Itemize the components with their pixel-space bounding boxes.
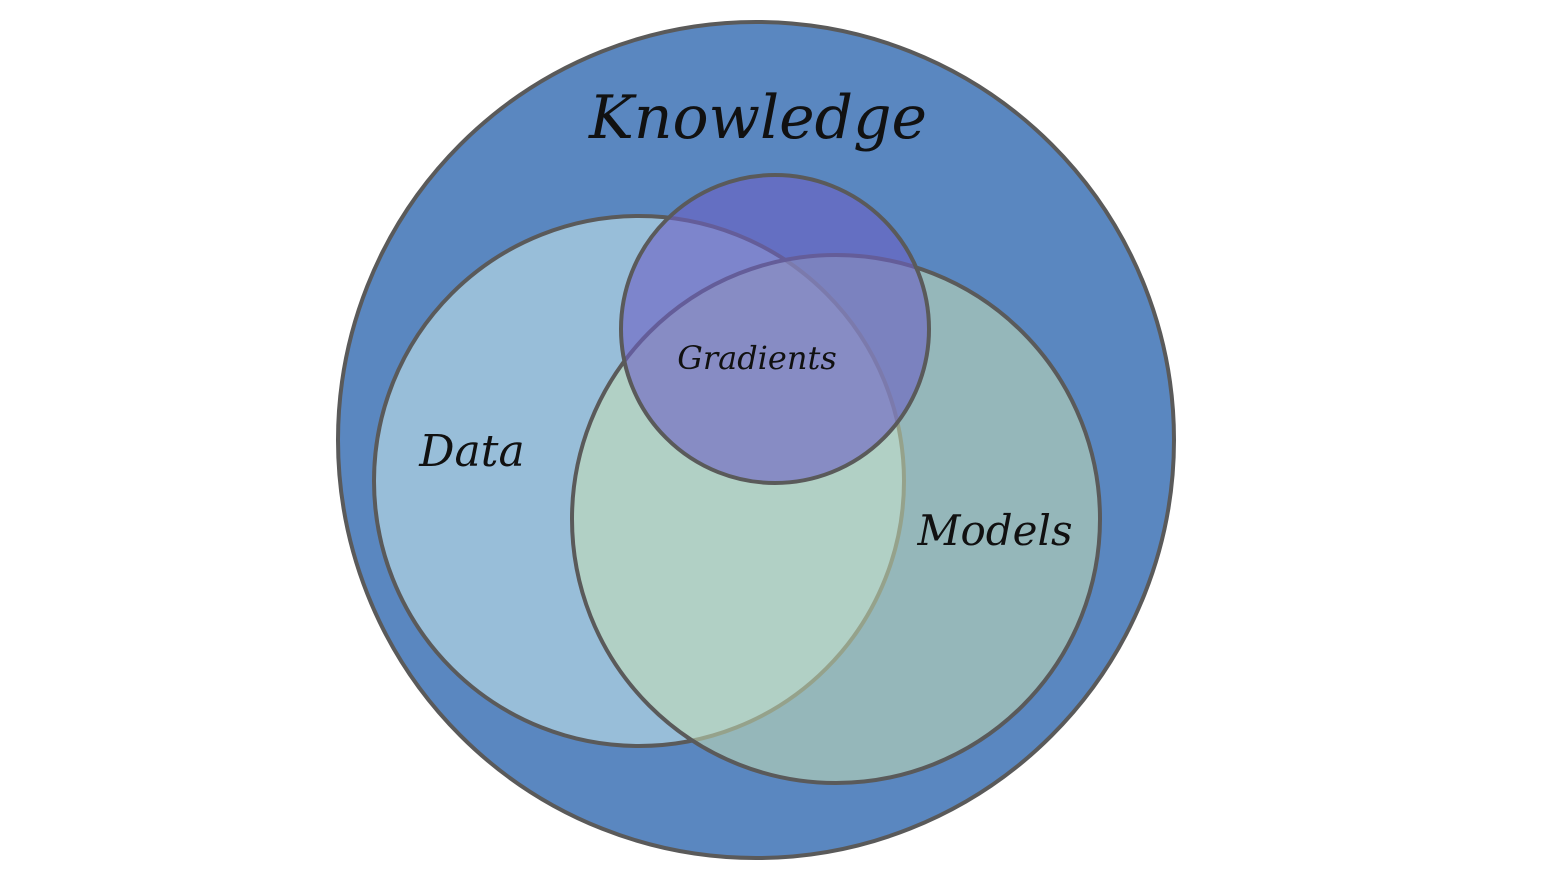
knowledge-label: Knowledge xyxy=(588,83,927,153)
data-label: Data xyxy=(418,426,524,477)
models-label: Models xyxy=(916,506,1072,555)
gradients-circle xyxy=(619,173,931,485)
gradients-label: Gradients xyxy=(677,339,836,377)
